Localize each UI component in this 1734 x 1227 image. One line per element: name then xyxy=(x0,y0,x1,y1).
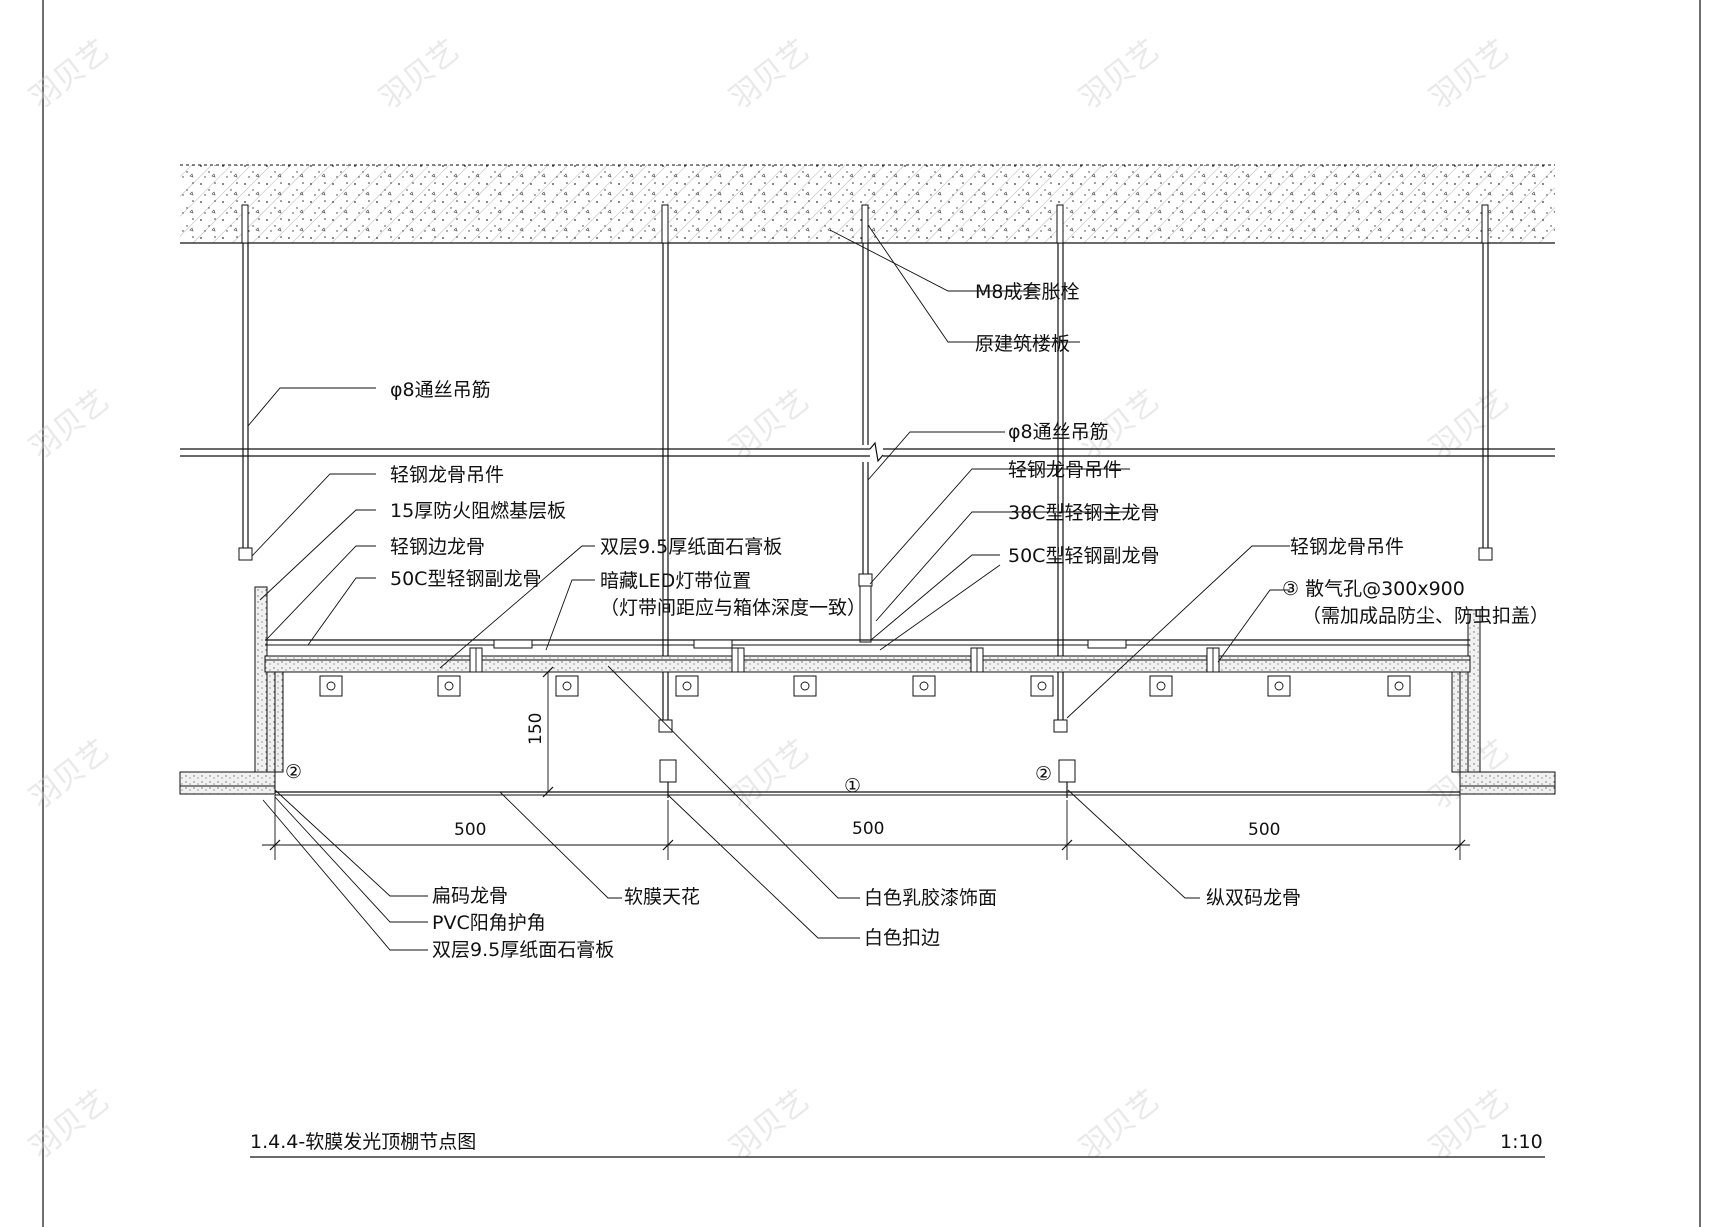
drawing-title: 1.4.4-软膜发光顶棚节点图 xyxy=(250,1131,476,1153)
label-rod-left: φ8通丝吊筋 xyxy=(390,379,491,401)
led-strip-clip xyxy=(469,647,483,673)
watermark: 羽贝艺 xyxy=(723,733,815,816)
led-unit xyxy=(675,675,699,697)
label-main-keel-38: 38C型轻钢主龙骨 xyxy=(1008,502,1159,524)
label-pvc-corner: PVC阳角护角 xyxy=(432,912,546,934)
led-unit xyxy=(437,675,461,697)
dimension-depth: 150 xyxy=(526,666,554,798)
title-block: 1.4.4-软膜发光顶棚节点图 1:10 xyxy=(250,1131,1545,1158)
hanger-rod xyxy=(658,204,673,733)
existing-ceiling-right xyxy=(1459,771,1556,795)
watermark: 羽贝艺 xyxy=(1423,383,1515,466)
label-double-keel: 纵双码龙骨 xyxy=(1206,887,1301,909)
side-wall-right xyxy=(1459,609,1481,773)
sheet-border xyxy=(42,0,1701,1227)
watermark: 羽贝艺 xyxy=(23,383,115,466)
label-edge-keel: 轻钢边龙骨 xyxy=(390,536,485,558)
label-sub-keel-right: 50C型轻钢副龙骨 xyxy=(1008,545,1159,567)
hanger-rod xyxy=(858,204,873,643)
label-m8-anchor: M8成套胀栓 xyxy=(975,281,1079,303)
label-vent-2: （需加成品防尘、防虫扣盖） xyxy=(1302,605,1549,627)
marker-1: ① xyxy=(844,775,861,797)
dimension-label: 500 xyxy=(852,819,884,839)
label-sub-keel-left: 50C型轻钢副龙骨 xyxy=(390,568,541,590)
leader-lines xyxy=(247,224,1290,951)
led-unit xyxy=(1387,675,1411,697)
watermark: 羽贝艺 xyxy=(1073,33,1165,116)
break-line xyxy=(180,441,1555,463)
led-unit xyxy=(912,675,936,697)
label-soft-film: 软膜天花 xyxy=(624,886,700,908)
marker-2-left: ② xyxy=(285,761,302,783)
led-unit xyxy=(1149,675,1173,697)
hanger-rod xyxy=(238,204,253,561)
soft-film xyxy=(275,791,1460,796)
led-strip-clip xyxy=(731,647,745,673)
watermark: 羽贝艺 xyxy=(723,33,815,116)
drawing-scale: 1:10 xyxy=(1500,1131,1543,1153)
led-units xyxy=(319,675,1411,697)
dimension-label: 500 xyxy=(1248,820,1280,840)
led-unit xyxy=(793,675,817,697)
label-original-slab: 原建筑楼板 xyxy=(975,333,1070,355)
label-hanger-mid: 轻钢龙骨吊件 xyxy=(1008,459,1122,481)
marker-2-right: ② xyxy=(1035,763,1052,785)
keel-system xyxy=(264,639,1471,773)
film-clips xyxy=(659,759,1076,798)
led-unit xyxy=(1030,675,1054,697)
watermark: 羽贝艺 xyxy=(723,383,815,466)
watermark: 羽贝艺 xyxy=(23,733,115,816)
dimension-label: 150 xyxy=(526,713,546,745)
watermark: 羽贝艺 xyxy=(1423,33,1515,116)
label-led-strip-1: 暗藏LED灯带位置 xyxy=(600,570,751,592)
label-hanger-right: 轻钢龙骨吊件 xyxy=(1290,536,1404,558)
led-unit xyxy=(319,675,343,697)
label-hanger-left: 轻钢龙骨吊件 xyxy=(390,464,504,486)
label-led-strip-2: （灯带间距应与箱体深度一致） xyxy=(600,597,866,619)
existing-ceiling-left xyxy=(179,771,276,795)
dimension-spans: 500 500 500 xyxy=(262,795,1470,860)
watermark: 羽贝艺 xyxy=(1073,1083,1165,1166)
label-white-latex: 白色乳胶漆饰面 xyxy=(864,887,997,909)
led-unit xyxy=(1267,675,1291,697)
dimension-label: 500 xyxy=(454,820,486,840)
label-flat-keel: 扁码龙骨 xyxy=(432,885,508,907)
side-wall-left xyxy=(254,586,276,773)
watermark: 羽贝艺 xyxy=(1423,1083,1515,1166)
label-vent-1: ③ 散气孔@300x900 xyxy=(1282,578,1465,600)
label-white-trim: 白色扣边 xyxy=(864,927,940,949)
label-double-gypsum-top: 双层9.5厚纸面石膏板 xyxy=(600,535,782,558)
watermark: 羽贝艺 xyxy=(23,33,115,116)
led-strip-clip xyxy=(970,647,984,673)
watermark: 羽贝艺 xyxy=(23,1083,115,1166)
label-double-gypsum-bottom: 双层9.5厚纸面石膏板 xyxy=(432,938,614,961)
labels: M8成套胀栓 原建筑楼板 φ8通丝吊筋 φ8通丝吊筋 轻钢龙骨吊件 轻钢龙骨吊件… xyxy=(390,281,1549,961)
label-fire-board: 15厚防火阻燃基层板 xyxy=(390,500,566,522)
led-strip-clip xyxy=(1206,647,1220,673)
label-rod-right: φ8通丝吊筋 xyxy=(1008,421,1109,443)
watermark: 羽贝艺 xyxy=(373,33,465,116)
watermark: 羽贝艺 xyxy=(723,1083,815,1166)
hanger-rod xyxy=(1478,204,1493,561)
led-unit xyxy=(555,675,579,697)
